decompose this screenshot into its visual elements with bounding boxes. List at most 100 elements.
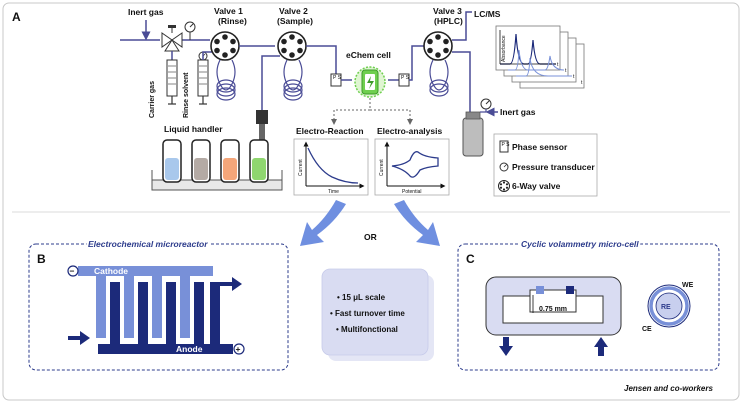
valve1-label-line1: Valve 1 [214,6,243,16]
waste-vial-icon [462,111,484,157]
ea-ylabel: Current [379,159,385,176]
we-label: WE [682,282,694,289]
or-label: OR [364,232,377,242]
tube-valve3-lcms [452,11,472,41]
er-xlabel: Time [328,189,339,195]
valve1-icon [210,31,240,61]
electrode-icon [647,284,691,328]
electro-analysis-chart [374,138,450,196]
t-axis-label-2: t [565,68,567,74]
microreactor-icon [78,266,233,354]
t-axis-label-3: t [573,74,575,80]
cathode-label: Cathode [94,266,128,276]
panel-b-title: Electrochemical microreactor [88,239,208,249]
tube-cell-valve3 [409,45,424,81]
inert-gas-out-label: Inert gas [500,107,536,117]
electro-analysis-label: Electro-analysis [377,126,442,136]
cv-cell-icon [485,276,622,336]
panel-a-label: A [12,10,21,24]
valve2-label-line1: Valve 2 [279,6,308,16]
svg-text:P S: P S [502,142,511,148]
electro-reaction-chart [293,138,369,196]
valve2-loop [283,59,303,101]
pressure-transducer-icon [184,21,196,40]
valve2-icon [277,31,307,61]
valve2-label-line2: (Sample) [277,16,313,26]
minus-terminal-glyph: − [70,266,75,276]
t-axis-label-4: t [581,80,583,86]
feature-multifunctional: • Multifonctional [336,325,398,334]
svg-text:P S: P S [401,75,410,81]
outlet-arrow-icon [220,277,242,291]
cell-to-reaction-arrow [331,98,371,125]
inert-gas-in-label: Inert gas [128,7,164,17]
pressure-transducer-out-icon [480,98,492,110]
chromatogram-stack [495,25,585,89]
absorbance-axis-label: Absorbance [501,35,507,62]
six-way-valve-icon [498,180,510,192]
cell-to-analysis-arrow [370,109,413,125]
valve1-loop [216,59,236,101]
ce-label: CE [642,326,652,333]
phase-sensor-icon [499,140,509,153]
panel-c-title: Cyclic volammetry micro-cell [521,239,639,249]
t-axis-label-1: t [557,62,559,68]
cv-curve [391,151,439,178]
three-way-valve-icon [161,25,183,52]
plus-terminal-icon [233,343,245,355]
vial-grey [191,139,211,183]
legend-phase-sensor: Phase sensor [512,142,568,152]
panel-b-label: B [37,252,46,266]
feature-turnover: • Fast turnover time [330,309,405,318]
legend: P S Phase sensor Pressure transducer 6-W… [493,133,598,197]
arrow-to-panel-b [300,200,346,246]
panel-c-label: C [466,252,475,266]
valve1-label-line2: (Rinse) [218,16,247,26]
tube-valve2-cell [306,45,337,74]
cathode-bar [78,266,213,276]
lcms-label: LC/MS [474,9,501,19]
credit-text: Jensen and co-workers [624,384,713,393]
valve3-label-line1: Valve 3 [433,6,462,16]
cell-inlet-arrow-icon [594,337,608,356]
tube-valve3-waste [452,51,471,118]
minus-terminal-icon [67,265,79,277]
inlet-arrow-icon [68,331,90,345]
feature-box [321,268,434,361]
ea-xlabel: Potential [402,189,421,195]
anode-label: Anode [176,344,203,354]
valve3-loop [429,59,449,97]
legend-pressure-transducer: Pressure transducer [512,162,595,172]
vial-orange [220,139,240,183]
feature-scale: • 15 μL scale [337,293,386,302]
vial-green [249,139,269,183]
arrow-to-panel-c [394,200,440,246]
sample-line [261,55,280,110]
cell-outlet-arrow-icon [499,337,513,356]
valve3-icon [423,31,453,61]
reaction-curve [307,147,359,184]
pressure-transducer-icon [499,162,509,172]
svg-text:P S: P S [333,75,342,81]
re-label: RE [661,304,671,311]
rinse-solvent-label: Rinse solvent [183,72,190,118]
echem-cell-label: eChem cell [346,50,391,60]
liquid-handler-label: Liquid handler [164,124,223,134]
vial-blue [162,139,182,183]
carrier-gas-label: Carrier gas [149,81,156,118]
liquid-handler-icon [151,139,283,191]
valve3-label-line2: (HPLC) [434,16,463,26]
phase-sensor-1-icon: P S [330,73,342,87]
phase-sensor-2-icon: P S [398,73,410,87]
plus-terminal-glyph: + [236,344,241,354]
echem-cell-icon [354,66,386,98]
rinse-line [202,51,212,60]
carrier-syringe-icon [166,59,178,105]
anode-bar [98,344,233,354]
er-ylabel: Current [298,159,304,176]
legend-6way-valve: 6-Way valve [512,181,561,191]
gap-label: 0.75 mm [539,306,567,313]
electro-reaction-label: Electro-Reaction [296,126,364,136]
